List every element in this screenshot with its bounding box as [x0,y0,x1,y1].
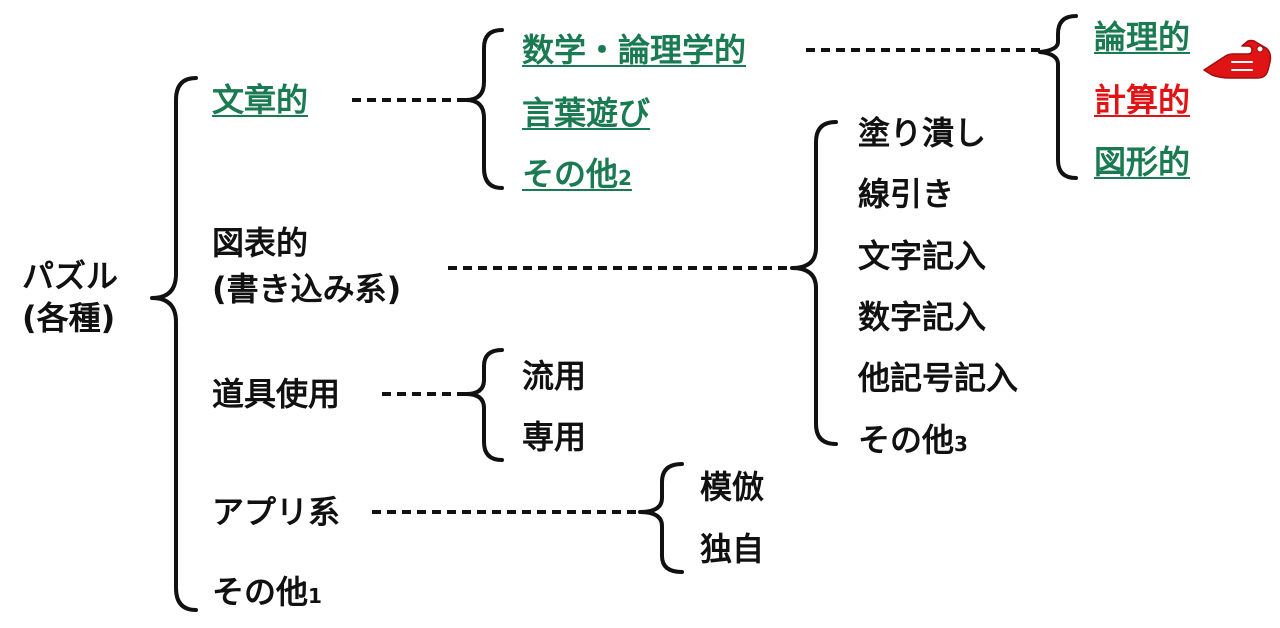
pointing-hand-icon [1203,39,1272,79]
root-label-line2: (各種) [22,299,116,337]
app-item-original: 独自 [700,530,765,568]
text-brace [464,28,504,190]
category-chart-line1: 図表的 [212,224,309,262]
category-app-label: アプリ系 [212,493,341,531]
chart-item-other-sub: 3 [954,432,968,456]
category-chart-label: 図表的 (書き込み系) [212,220,401,312]
math-brace [1038,14,1078,180]
math-item-calc-link[interactable]: 計算的 [1094,81,1191,119]
text-item-other-text: その他 [522,155,619,193]
chart-item-number: 数字記入 [858,298,987,336]
chart-item-other: その他3 [858,420,968,464]
chart-item-other-text: その他 [858,421,955,459]
category-text-link[interactable]: 文章的 [212,81,309,119]
text-item-math-link[interactable]: 数学・論理学的 [522,31,747,69]
chart-brace [790,120,838,446]
chart-item-line: 線引き [858,175,955,213]
root-brace [150,76,198,612]
text-item-wordplay-link[interactable]: 言葉遊び [522,94,651,132]
category-other-sub: 1 [308,584,322,608]
text-item-other-link[interactable]: その他2 [522,154,632,198]
tool-brace [464,348,504,462]
app-brace [638,462,684,574]
math-item-logic-link[interactable]: 論理的 [1094,18,1191,56]
root-label: パズル (各種) [22,255,118,339]
category-other-label: その他1 [212,572,322,616]
text-item-other-sub: 2 [618,166,632,190]
category-other-text: その他 [212,573,309,611]
root-label-line1: パズル [22,257,119,295]
app-item-imitation: 模倣 [700,468,765,506]
math-item-figure-link[interactable]: 図形的 [1094,143,1191,181]
chart-item-fill: 塗り潰し [858,114,987,152]
category-chart-line2: (書き込み系) [212,270,402,308]
category-tool-label: 道具使用 [212,375,341,413]
tool-item-general: 流用 [522,357,587,395]
chart-item-symbol: 他記号記入 [858,359,1019,397]
tool-item-dedicated: 専用 [522,418,587,456]
chart-item-letter: 文字記入 [858,237,987,275]
